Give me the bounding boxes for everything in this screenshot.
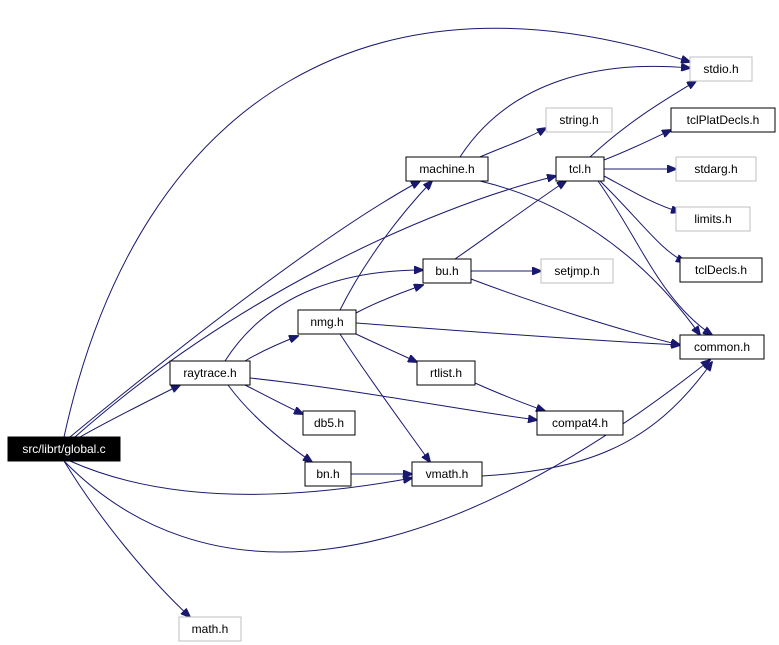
- node-stdio-h: stdio.h: [689, 56, 753, 82]
- edge-nmg-h-to-common-h: [355, 322, 680, 345]
- edge-machine-h-to-string-h: [479, 128, 546, 158]
- edge-global-c-to-tcl-h: [74, 176, 556, 438]
- node-label: machine.h: [419, 162, 474, 176]
- node-setjmp-h: setjmp.h: [540, 258, 614, 284]
- node-label: vmath.h: [426, 467, 469, 481]
- node-machine-h[interactable]: machine.h: [405, 156, 489, 182]
- node-label: raytrace.h: [183, 366, 236, 380]
- edge-rtlist-h-to-compat4-h: [474, 382, 545, 411]
- node-label: common.h: [694, 340, 750, 354]
- node-box: [545, 107, 613, 133]
- node-global-c: src/librt/global.c: [7, 436, 121, 462]
- node-label: limits.h: [694, 212, 731, 226]
- edge-raytrace-h-to-compat4-h: [249, 377, 537, 420]
- node-label: setjmp.h: [554, 264, 599, 278]
- node-compat4-h[interactable]: compat4.h: [536, 410, 624, 436]
- node-label: tclDecls.h: [695, 263, 747, 277]
- node-tclDecls-h[interactable]: tclDecls.h: [679, 257, 763, 283]
- node-label: src/librt/global.c: [22, 442, 105, 456]
- node-box: [302, 410, 356, 436]
- edge-machine-h-to-stdio-h: [459, 66, 690, 158]
- edge-nmg-h-to-machine-h: [339, 181, 432, 311]
- node-box: [405, 156, 489, 182]
- edge-vmath-h-to-common-h: [481, 362, 712, 477]
- node-box: [679, 257, 763, 283]
- node-math-h: math.h: [178, 616, 242, 642]
- node-common-h[interactable]: common.h: [679, 334, 765, 360]
- node-label: stdarg.h: [694, 162, 737, 176]
- node-box: [304, 461, 352, 487]
- edge-global-c-to-math-h: [63, 460, 190, 617]
- node-box: [675, 206, 751, 232]
- node-label: compat4.h: [552, 416, 608, 430]
- node-label: db5.h: [314, 416, 344, 430]
- node-string-h: string.h: [545, 107, 613, 133]
- node-label: nmg.h: [310, 315, 343, 329]
- edge-nmg-h-to-vmath-h: [339, 333, 430, 462]
- edges-layer: [63, 27, 712, 617]
- node-box: [689, 56, 753, 82]
- edge-nmg-h-to-bu-h: [355, 285, 423, 314]
- node-label: rtlist.h: [430, 366, 462, 380]
- node-label: tclPlatDecls.h: [687, 113, 760, 127]
- edge-bu-h-to-common-h: [470, 278, 680, 345]
- nodes-layer: src/librt/global.c stdio.h string.h tclPlat…: [7, 56, 776, 642]
- node-box: [169, 360, 251, 386]
- edge-global-c-to-stdio-h: [63, 27, 690, 438]
- edge-machine-h-to-common-h: [479, 180, 700, 335]
- node-limits-h: limits.h: [675, 206, 751, 232]
- node-raytrace-h[interactable]: raytrace.h: [169, 360, 251, 386]
- node-bu-h[interactable]: bu.h: [422, 258, 472, 284]
- edge-raytrace-h-to-db5-h: [244, 384, 303, 414]
- node-box: [178, 616, 242, 642]
- edge-raytrace-h-to-nmg-h: [244, 336, 298, 362]
- node-label: bn.h: [316, 467, 339, 481]
- node-label: math.h: [192, 622, 229, 636]
- node-box: [416, 360, 476, 386]
- node-box: [540, 258, 614, 284]
- node-box: [422, 258, 472, 284]
- edge-global-c-to-machine-h: [69, 181, 420, 438]
- node-rtlist-h[interactable]: rtlist.h: [416, 360, 476, 386]
- node-box: [536, 410, 624, 436]
- edge-bu-h-to-tcl-h: [454, 181, 566, 260]
- edge-tcl-h-to-common-h: [597, 180, 712, 335]
- node-box: [297, 309, 357, 335]
- node-tclPlatDecls-h[interactable]: tclPlatDecls.h: [670, 107, 776, 133]
- node-bn-h[interactable]: bn.h: [304, 461, 352, 487]
- node-label: string.h: [559, 113, 598, 127]
- edge-raytrace-h-to-bn-h: [227, 384, 312, 462]
- node-box: [679, 334, 765, 360]
- node-box: [411, 461, 483, 487]
- node-label: stdio.h: [703, 62, 738, 76]
- node-stdarg-h: stdarg.h: [675, 156, 757, 182]
- node-vmath-h[interactable]: vmath.h: [411, 461, 483, 487]
- node-box: [670, 107, 776, 133]
- edge-tcl-h-to-limits-h: [603, 175, 680, 212]
- node-box: [675, 156, 757, 182]
- edge-raytrace-h-to-bu-h: [224, 270, 423, 362]
- edge-nmg-h-to-rtlist-h: [355, 333, 417, 362]
- edge-tcl-h-to-tclDecls-h: [599, 180, 685, 262]
- edge-global-c-to-common-h: [63, 360, 710, 553]
- node-nmg-h[interactable]: nmg.h: [297, 309, 357, 335]
- edge-tcl-h-to-stdio-h: [589, 81, 696, 158]
- node-tcl-h[interactable]: tcl.h: [555, 156, 605, 182]
- edge-global-c-to-vmath-h: [69, 460, 412, 495]
- node-db5-h[interactable]: db5.h: [302, 410, 356, 436]
- edge-tcl-h-to-tclPlatDecls-h: [603, 130, 671, 161]
- node-label: bu.h: [435, 264, 458, 278]
- node-box: [7, 436, 121, 462]
- edge-global-c-to-raytrace-h: [79, 385, 180, 438]
- node-label: tcl.h: [569, 162, 591, 176]
- node-box: [555, 156, 605, 182]
